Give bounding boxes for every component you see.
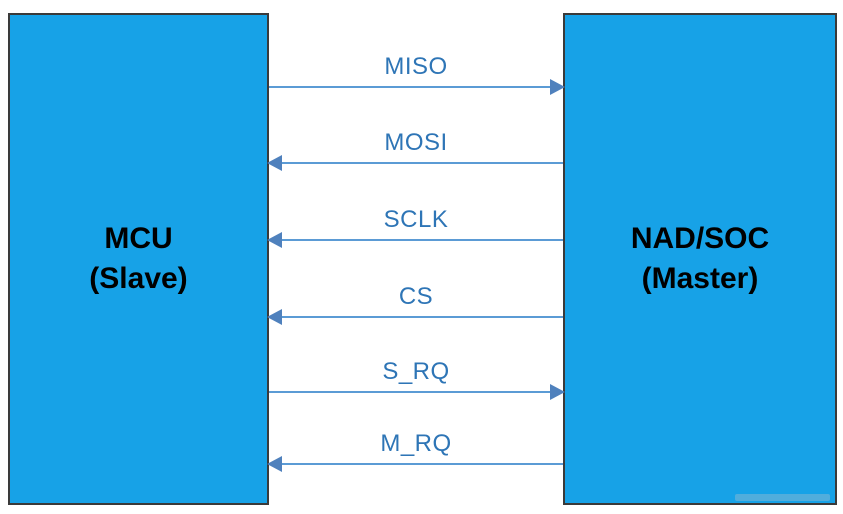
arrow-head-left-icon — [267, 309, 282, 325]
signal-s-rq: S_RQ — [269, 353, 565, 400]
signal-m-rq: M_RQ — [267, 425, 563, 472]
sclk-arrow-line — [267, 232, 563, 248]
signal-cs: CS — [267, 278, 563, 325]
nad-soc-box-subtitle: (Master) — [641, 262, 759, 295]
mcu-box-title: MCU — [104, 222, 173, 255]
mosi-arrow-line — [267, 155, 563, 171]
signal-s-rq-label: S_RQ — [382, 358, 450, 385]
miso-arrow-line — [269, 79, 565, 95]
signal-sclk: SCLK — [267, 201, 563, 248]
mcu-box-subtitle: (Slave) — [89, 262, 188, 295]
signal-cs-label: CS — [398, 283, 434, 310]
arrow-head-left-icon — [267, 232, 282, 248]
arrow-head-right-icon — [550, 384, 565, 400]
signal-miso-label: MISO — [384, 53, 448, 80]
arrow-head-left-icon — [267, 155, 282, 171]
arrow-head-left-icon — [267, 456, 282, 472]
m-rq-arrow-line — [267, 456, 563, 472]
cs-arrow-line — [267, 309, 563, 325]
nad-soc-box-title: NAD/SOC — [630, 222, 770, 255]
signal-sclk-label: SCLK — [383, 206, 449, 233]
nad-soc-master-box: NAD/SOC (Master) — [563, 13, 837, 505]
signal-miso: MISO — [269, 48, 565, 95]
watermark — [735, 494, 830, 501]
s-rq-arrow-line — [269, 384, 565, 400]
arrow-head-right-icon — [550, 79, 565, 95]
signal-mosi-label: MOSI — [384, 129, 448, 156]
signal-mosi: MOSI — [267, 124, 563, 171]
signal-m-rq-label: M_RQ — [380, 430, 452, 457]
mcu-slave-box: MCU (Slave) — [8, 13, 269, 505]
